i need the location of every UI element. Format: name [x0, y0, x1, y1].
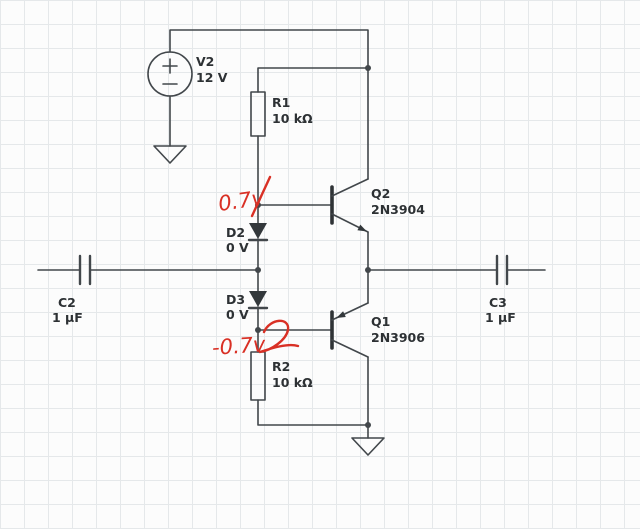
ground-triangle-icon: [351, 437, 385, 456]
wire-top-rail[interactable]: [169, 29, 369, 180]
ground-symbol-v2[interactable]: [153, 145, 187, 164]
diode-triangle-icon: [249, 291, 267, 307]
r1-ref-label: R1: [272, 95, 290, 110]
plus-icon: [162, 58, 178, 74]
resistor-r2[interactable]: [250, 351, 266, 401]
wire-network[interactable]: [37, 29, 546, 439]
c3-ref-label: C3: [489, 295, 507, 310]
ground-triangle-icon: [153, 145, 187, 164]
q2-ref-label: Q2: [371, 186, 390, 201]
junction-dot: [365, 422, 371, 428]
q2-value-label: 2N3904: [371, 202, 425, 217]
wire-r1-top[interactable]: [257, 67, 369, 93]
transistor-q1[interactable]: [330, 302, 369, 358]
junction-dot: [365, 267, 371, 273]
ground-symbol-main[interactable]: [351, 437, 385, 456]
collector-lead: [331, 178, 369, 197]
capacitor-c3[interactable]: [495, 254, 509, 286]
wire-r2-ground[interactable]: [257, 399, 369, 426]
annotation-bottom-voltage: -0.7v: [211, 332, 267, 360]
diode-d3[interactable]: [247, 291, 269, 310]
d3-value-label: 0 V: [226, 307, 249, 322]
transistor-q2[interactable]: [330, 178, 369, 233]
junction-dot: [255, 267, 261, 273]
d3-ref-label: D3: [226, 292, 245, 307]
diode-triangle-icon: [249, 223, 267, 239]
d2-value-label: 0 V: [226, 240, 249, 255]
v2-value-label: 12 V: [196, 70, 228, 85]
collector-lead: [331, 339, 369, 358]
c2-value-label: 1 μF: [52, 310, 83, 325]
junction-dot: [255, 327, 261, 333]
d2-ref-label: D2: [226, 225, 245, 240]
c3-value-label: 1 μF: [485, 310, 516, 325]
resistor-body: [250, 91, 266, 137]
r2-ref-label: R2: [272, 359, 290, 374]
resistor-r1[interactable]: [250, 91, 266, 137]
junction-dot: [365, 65, 371, 71]
voltage-source-v2[interactable]: [147, 51, 193, 97]
capacitor-c2[interactable]: [78, 254, 92, 286]
q1-ref-label: Q1: [371, 314, 390, 329]
r1-value-label: 10 kΩ: [272, 111, 313, 126]
component-labels: V2 12 V R1 10 kΩ Q2 2N3904 D2 0 V D3 0 V…: [52, 54, 516, 390]
v2-ref-label: V2: [196, 54, 214, 69]
pnp-emitter-arrow-icon: [336, 311, 346, 318]
r2-value-label: 10 kΩ: [272, 375, 313, 390]
c2-ref-label: C2: [58, 295, 76, 310]
resistor-body: [250, 351, 266, 401]
red-scribble-slash: [250, 175, 272, 218]
source-circle: [147, 51, 193, 97]
q1-value-label: 2N3906: [371, 330, 425, 345]
red-scribble-squiggle: [258, 319, 300, 354]
npn-emitter-arrow-icon: [357, 224, 367, 232]
diode-d2[interactable]: [247, 223, 269, 242]
